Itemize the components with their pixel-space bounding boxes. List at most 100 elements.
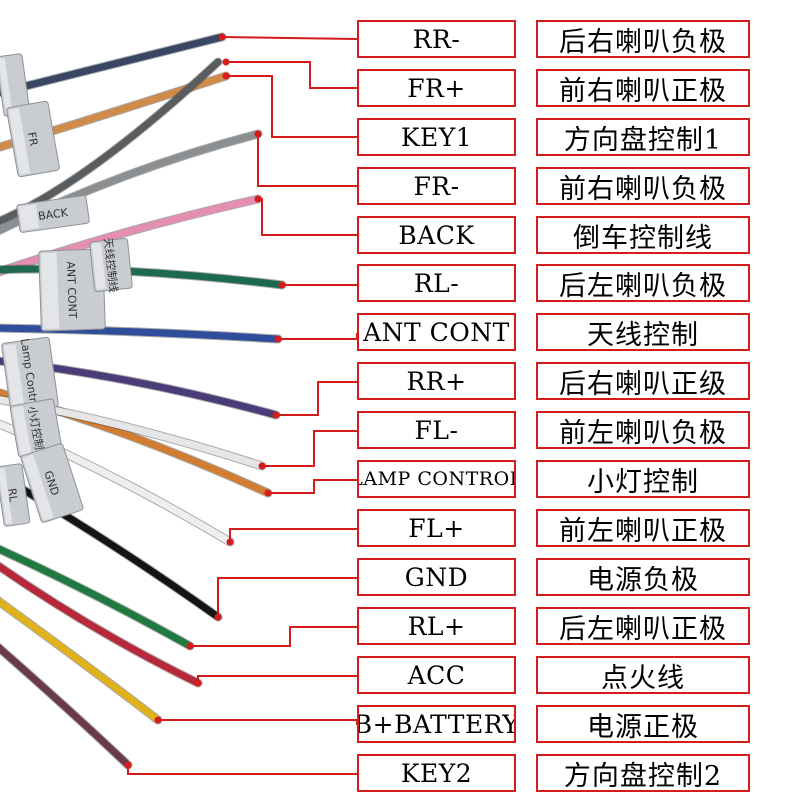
desc-box-b-battery: 电源正极 bbox=[536, 705, 750, 743]
terminal-dot-6 bbox=[274, 335, 282, 343]
code-box-acc: ACC bbox=[357, 656, 516, 694]
leader-line-10 bbox=[229, 528, 357, 542]
terminal-dot-11 bbox=[214, 613, 222, 621]
wire-13 bbox=[0, 562, 202, 687]
desc-text: 电源负极 bbox=[587, 564, 699, 596]
desc-box-rl-neg: 后左喇叭负极 bbox=[536, 264, 750, 302]
desc-text: 前左喇叭负极 bbox=[559, 417, 727, 449]
leader-line-5 bbox=[282, 284, 358, 286]
sleeve-highlight bbox=[3, 343, 25, 411]
terminal-dot-3 bbox=[254, 130, 262, 138]
wire-6 bbox=[0, 324, 282, 343]
terminal-dot-9 bbox=[264, 489, 272, 497]
leader-line-7 bbox=[276, 381, 357, 416]
code-text: ANT CONT bbox=[363, 317, 510, 347]
terminal-dot-4 bbox=[254, 195, 262, 203]
label-sleeve-7: GND bbox=[20, 443, 84, 523]
label-sleeve-4: 天线控制线 bbox=[89, 237, 133, 293]
desc-box-fl-neg: 前左喇叭负极 bbox=[536, 411, 750, 449]
desc-box-lamp-control: 小灯控制 bbox=[536, 460, 750, 498]
desc-text: 点火线 bbox=[601, 662, 685, 694]
sleeve-highlight bbox=[12, 405, 32, 456]
desc-box-key1: 方向盘控制1 bbox=[536, 118, 750, 156]
wire-12 bbox=[0, 545, 194, 650]
code-box-gnd: GND bbox=[357, 558, 516, 596]
desc-box-fr-pos: 前右喇叭正极 bbox=[536, 69, 750, 107]
desc-box-fr-neg: 前右喇叭负极 bbox=[536, 167, 750, 205]
code-box-fl-neg: FL- bbox=[357, 411, 516, 449]
leader-line-11 bbox=[217, 577, 357, 617]
terminal-dot-14 bbox=[154, 716, 162, 724]
sleeve-label: BACK bbox=[37, 206, 69, 223]
terminal-dot-8 bbox=[258, 462, 266, 470]
code-box-fr-pos: FR+ bbox=[357, 69, 516, 107]
terminal-dot-0 bbox=[218, 33, 226, 41]
terminal-dot-13 bbox=[194, 679, 202, 687]
desc-text: 小灯控制 bbox=[587, 466, 699, 498]
code-box-rl-neg: RL- bbox=[357, 264, 516, 302]
leader-line-9 bbox=[268, 479, 357, 494]
code-text: KEY2 bbox=[400, 758, 473, 788]
code-text: RL- bbox=[413, 268, 460, 298]
desc-text: 方向盘控制2 bbox=[563, 760, 723, 792]
desc-box-fl-pos: 前左喇叭正极 bbox=[536, 509, 750, 547]
label-sleeve-6: 小灯控制 bbox=[9, 398, 63, 458]
leader-line-13 bbox=[197, 675, 357, 683]
sleeve-highlight bbox=[18, 204, 40, 231]
code-box-ant-cont: ANT CONT bbox=[357, 313, 516, 351]
sleeve-highlight bbox=[0, 57, 13, 115]
code-box-b-battery: B+BATTERY bbox=[357, 705, 516, 743]
desc-box-ant-cont: 天线控制 bbox=[536, 313, 750, 351]
desc-text: 后左喇叭负极 bbox=[559, 270, 727, 302]
code-box-rr-neg: RR- bbox=[357, 20, 516, 58]
leader-line-0 bbox=[221, 36, 358, 40]
code-text: LAMP CONTROL bbox=[357, 468, 516, 490]
wire-3 bbox=[0, 58, 222, 225]
desc-box-key2: 方向盘控制2 bbox=[536, 754, 750, 792]
code-box-key2: KEY2 bbox=[357, 754, 516, 792]
wire-4 bbox=[0, 195, 262, 276]
leader-line-1 bbox=[226, 61, 357, 89]
code-text: RL+ bbox=[407, 611, 466, 641]
sleeve-highlight bbox=[22, 454, 54, 521]
desc-box-rr-neg: 后右喇叭负极 bbox=[536, 20, 750, 58]
leader-line-3 bbox=[257, 134, 357, 187]
label-sleeve-3: ANT CONT bbox=[38, 248, 106, 332]
desc-box-rr-pos: 后右喇叭正级 bbox=[536, 362, 750, 400]
terminal-dot-10 bbox=[226, 538, 234, 546]
code-text: B+BATTERY bbox=[357, 709, 516, 739]
code-text: KEY1 bbox=[400, 122, 473, 152]
desc-text: 后右喇叭正级 bbox=[559, 368, 727, 400]
sleeve-label: RL bbox=[5, 487, 20, 503]
leader-line-12 bbox=[190, 626, 357, 647]
leader-line-14 bbox=[158, 719, 358, 725]
desc-box-rl-pos: 后左喇叭正极 bbox=[536, 607, 750, 645]
code-box-rl-pos: RL+ bbox=[357, 607, 516, 645]
code-box-back: BACK bbox=[357, 216, 516, 254]
desc-text: 电源正极 bbox=[587, 711, 699, 743]
code-text: RR+ bbox=[406, 366, 467, 396]
code-box-rr-pos: RR+ bbox=[357, 362, 516, 400]
leader-line-6 bbox=[278, 333, 358, 340]
terminal-dot-15 bbox=[124, 761, 132, 769]
terminal-dot-2 bbox=[222, 72, 230, 80]
code-text: GND bbox=[404, 562, 469, 592]
terminal-dot-12 bbox=[186, 642, 194, 650]
label-sleeve-8: RL bbox=[0, 463, 31, 527]
label-sleeve-5: Lamp Control bbox=[1, 336, 59, 414]
leader-line-8 bbox=[262, 430, 357, 467]
code-text: FR- bbox=[413, 171, 460, 201]
desc-box-back: 倒车控制线 bbox=[536, 216, 750, 254]
wire-14 bbox=[0, 597, 162, 724]
sleeve-label: FR bbox=[25, 131, 40, 147]
sleeve-highlight bbox=[40, 252, 60, 330]
sleeve-label: ANT CONT bbox=[64, 261, 79, 319]
label-sleeve-2: BACK bbox=[16, 195, 90, 233]
desc-text: 前右喇叭正极 bbox=[559, 75, 727, 107]
desc-text: 后左喇叭正极 bbox=[559, 613, 727, 645]
code-text: FR+ bbox=[407, 73, 466, 103]
desc-text: 后右喇叭负极 bbox=[559, 26, 727, 58]
desc-text: 前左喇叭正极 bbox=[559, 515, 727, 547]
